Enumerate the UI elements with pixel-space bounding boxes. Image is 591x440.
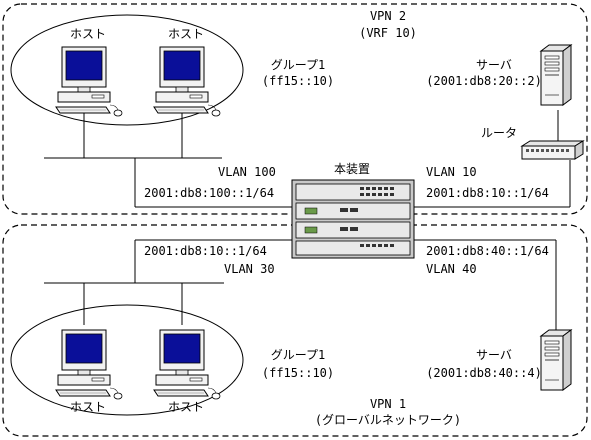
- bottom-server-address: (2001:db8:40::4): [426, 366, 542, 380]
- vpn2-title: VPN 2: [369, 9, 407, 23]
- top-host1-pc-icon: [55, 46, 123, 117]
- top-group-name: グループ1: [270, 58, 326, 72]
- vlan40-address: 2001:db8:40::1/64: [426, 244, 549, 258]
- top-server-address: (2001:db8:20::2): [426, 74, 542, 88]
- top-server-name: サーバ: [476, 58, 512, 72]
- bottom-host2-pc-icon: [153, 329, 221, 400]
- bottom-group-name: グループ1: [270, 348, 326, 362]
- bottom-host-group: [10, 304, 244, 416]
- top-host2-pc-icon: [153, 46, 221, 117]
- device-label: 本装置: [333, 162, 371, 176]
- vlan30-address: 2001:db8:10::1/64: [144, 244, 267, 258]
- top-server-icon: [540, 44, 572, 106]
- bottom-server-name: サーバ: [476, 348, 512, 362]
- bottom-host1-pc-icon: [55, 329, 123, 400]
- vlan10-address: 2001:db8:10::1/64: [426, 186, 549, 200]
- bottom-host1-label: ホスト: [69, 400, 107, 414]
- vpn1-subtitle: (グローバルネットワーク): [314, 413, 462, 427]
- router-icon: [520, 140, 585, 160]
- vpn2-subtitle: (VRF 10): [359, 26, 417, 40]
- router-label: ルータ: [481, 126, 518, 140]
- bottom-group-address: (ff15::10): [261, 366, 335, 380]
- top-host-group: [10, 14, 244, 126]
- bottom-lan-lines: [44, 239, 557, 332]
- vlan10-label: VLAN 10: [426, 165, 477, 179]
- vlan100-address: 2001:db8:100::1/64: [144, 186, 275, 200]
- bottom-server-icon: [540, 329, 572, 391]
- vpn1-title: VPN 1: [369, 397, 407, 411]
- top-lan-lines: [44, 110, 571, 208]
- bottom-host2-label: ホスト: [167, 400, 205, 414]
- top-host1-label: ホスト: [69, 27, 107, 41]
- top-host2-label: ホスト: [167, 27, 205, 41]
- main-device-icon: [291, 179, 415, 259]
- vlan30-label: VLAN 30: [224, 262, 275, 276]
- top-group-address: (ff15::10): [261, 74, 335, 88]
- vlan100-label: VLAN 100: [218, 165, 276, 179]
- vlan40-label: VLAN 40: [426, 262, 477, 276]
